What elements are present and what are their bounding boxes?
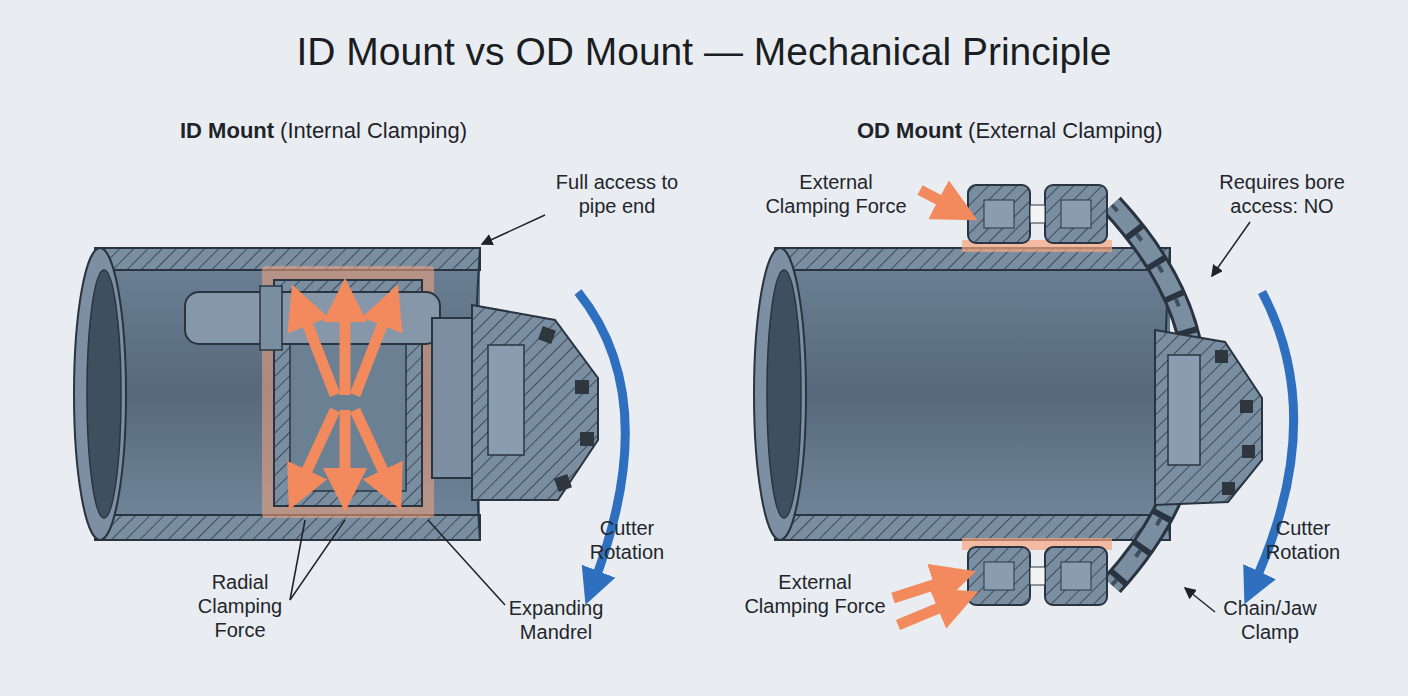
section-heading: OD Mount [857,118,962,144]
od-cutter-head [1155,330,1262,505]
radial-force-arrows [298,300,392,490]
callout-label: External Clamping Force [740,570,890,618]
callout-label: Radial Clamping Force [190,570,290,642]
diagram-title: ID Mount vs OD Mount — Mechanical Princi… [0,30,1408,74]
od-pipe [754,248,1170,540]
leader-lines [290,215,1250,612]
callout-label: Full access to pipe end [552,170,682,218]
id-pipe [74,248,480,540]
heading-row: ID Mount(Internal Clamping) [180,118,467,144]
rotation-label: Cutter Rotation [1248,516,1358,564]
callout-label: Expanding Mandrel [501,596,611,644]
external-force-arrows [893,190,958,625]
callout-label: External Clamping Force [761,170,911,218]
callout-label: Requires bore access: NO [1197,170,1367,218]
id-cutter-head [432,305,598,500]
section-heading: ID Mount [180,118,274,144]
rotation-label: Cutter Rotation [572,516,682,564]
section-heading: (External Clamping) [968,118,1162,144]
callout-label: Chain/Jaw Clamp [1215,596,1325,644]
heading-row: OD Mount(External Clamping) [857,118,1163,144]
expanding-mandrel [185,266,440,518]
section-heading: (Internal Clamping) [280,118,467,144]
